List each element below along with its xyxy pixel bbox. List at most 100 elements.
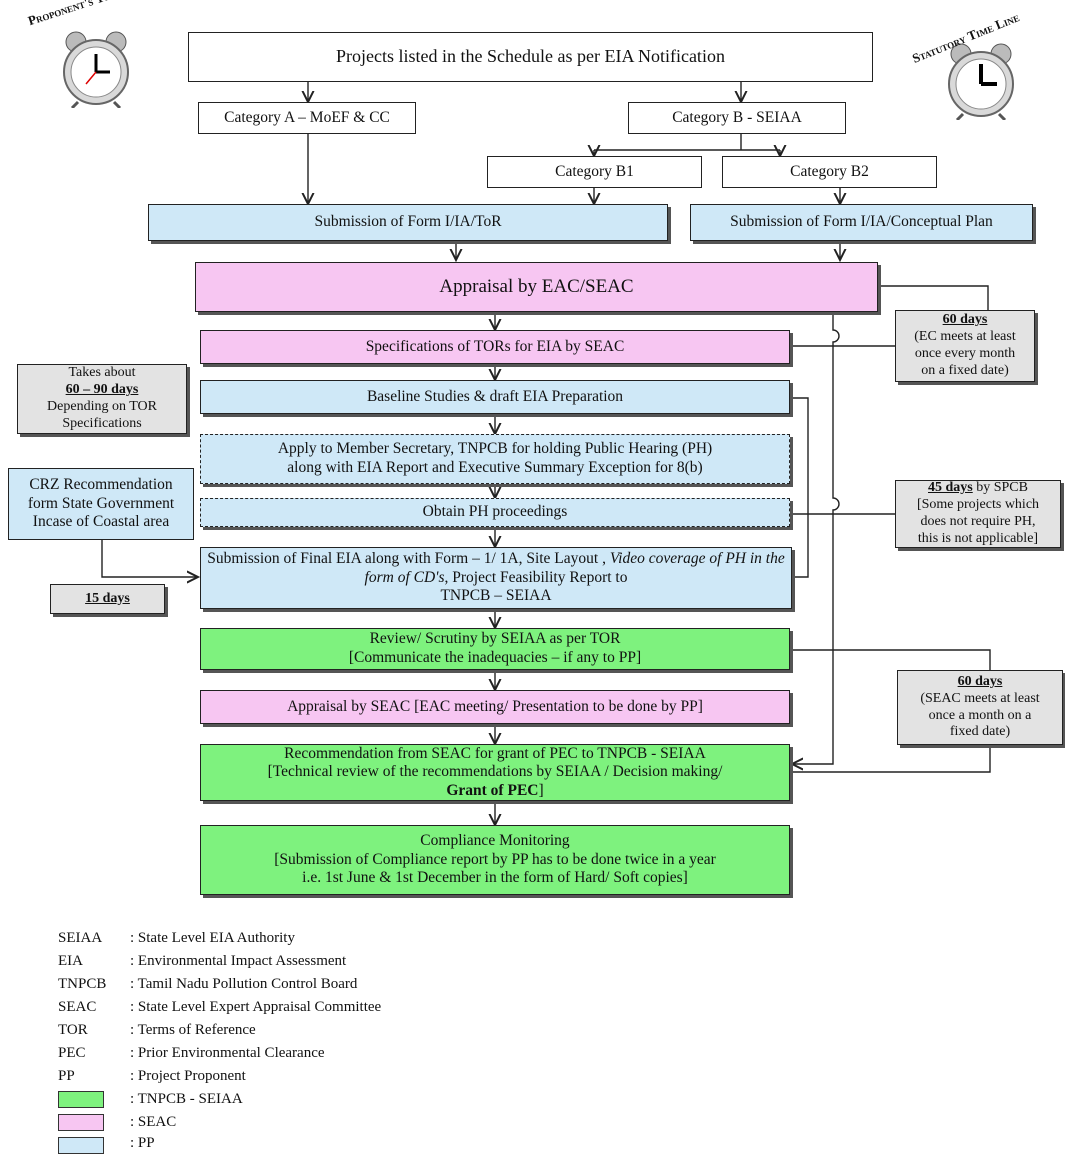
final-eia-video: Video coverage of PH in the form of CD's xyxy=(364,550,785,586)
appraisal-seac-box: Appraisal by SEAC [EAC meeting/ Presenta… xyxy=(200,690,790,724)
spcb-line-1: [Some projects which xyxy=(916,497,1040,513)
category-b-label: Category B - SEIAA xyxy=(672,108,802,126)
recommend-line-1: Recommendation from SEAC for grant of PE… xyxy=(284,744,706,762)
seac-line-3: fixed date) xyxy=(949,724,1011,740)
color-legend-def: : TNPCB - SEIAA xyxy=(130,1091,243,1107)
review-line-2: [Communicate the inadequacies – if any t… xyxy=(348,649,642,666)
legend-abbr: SEIAA xyxy=(58,930,103,946)
legend-abbr: PP xyxy=(58,1068,75,1084)
proponent-clock xyxy=(60,28,132,110)
legend-def: : Environmental Impact Assessment xyxy=(130,953,347,969)
crz-note: CRZ Recommendation form State Government… xyxy=(8,468,194,540)
category-b1-box: Category B1 xyxy=(487,156,702,188)
grant-pec-label: Grant of PEC xyxy=(446,781,539,799)
apply-line-2: along with EIA Report and Executive Summ… xyxy=(287,459,703,476)
specifications-note-label: Specifications xyxy=(62,415,142,431)
ec-60-days-label: 60 days xyxy=(942,312,988,328)
submission-tor-label: Submission of Form I/IA/ToR xyxy=(314,213,502,231)
compliance-box: Compliance Monitoring [Submission of Com… xyxy=(200,825,790,895)
submission-conceptual-label: Submission of Form I/IA/Conceptual Plan xyxy=(730,213,993,231)
projects-label: Projects listed in the Schedule as per E… xyxy=(336,46,725,67)
obtain-ph-box: Obtain PH proceedings xyxy=(200,498,790,527)
spcb-45-days-label: 45 days xyxy=(928,480,973,496)
legend-abbr: TOR xyxy=(58,1022,88,1038)
apply-public-hearing-box: Apply to Member Secretary, TNPCB for hol… xyxy=(200,434,790,484)
final-eia-box: Submission of Final EIA along with Form … xyxy=(200,547,792,609)
takes-about-label: Takes about xyxy=(68,365,136,381)
category-a-label: Category A – MoEF & CC xyxy=(224,108,390,126)
submission-tor-box: Submission of Form I/IA/ToR xyxy=(148,204,668,241)
legend-def: : Project Proponent xyxy=(130,1068,246,1084)
final-eia-line-1: Submission of Final EIA along with Form … xyxy=(201,550,791,587)
recommend-line-3: Grant of PEC] xyxy=(446,782,543,801)
color-legend-def: : PP xyxy=(130,1135,155,1151)
color-legend-def: : SEAC xyxy=(130,1114,177,1130)
color-swatch-pink xyxy=(58,1114,104,1131)
specifications-box: Specifications of TORs for EIA by SEAC xyxy=(200,330,790,364)
seac-line-1: (SEAC meets at least xyxy=(920,690,1040,706)
recommend-line-2: [Technical review of the recommendations… xyxy=(267,763,723,781)
days-15-label: 15 days xyxy=(85,590,130,606)
ec-line-1: (EC meets at least xyxy=(914,329,1016,345)
color-swatch-green xyxy=(58,1091,104,1108)
category-a-box: Category A – MoEF & CC xyxy=(198,102,416,134)
category-b-box: Category B - SEIAA xyxy=(628,102,846,134)
depending-label: Depending on TOR xyxy=(47,399,157,414)
spcb-days-row: 45 days by SPCB xyxy=(928,480,1028,497)
crz-line-2: form State Government xyxy=(27,494,175,512)
recommendation-box: Recommendation from SEAC for grant of PE… xyxy=(200,744,790,801)
alarm-clock-icon xyxy=(948,43,1014,122)
legend-def: : Terms of Reference xyxy=(130,1022,256,1038)
color-swatch-blue xyxy=(58,1137,104,1154)
category-b1-label: Category B1 xyxy=(555,162,634,180)
appraisal-eac-seac-box: Appraisal by EAC/SEAC xyxy=(195,262,878,312)
crz-line-1: CRZ Recommendation xyxy=(29,476,173,494)
spcb-45-days-note: 45 days by SPCB [Some projects which doe… xyxy=(895,480,1061,548)
abbreviation-legend: SEIAA : State Level EIA Authority EIA : En… xyxy=(58,930,658,1154)
final-eia-line-3: TNPCB – SEIAA xyxy=(440,587,552,605)
seac-60-days-label: 60 days xyxy=(957,673,1003,689)
obtain-ph-label: Obtain PH proceedings xyxy=(422,503,568,521)
ec-line-2: once every month xyxy=(914,346,1016,361)
legend-def: : Prior Environmental Clearance xyxy=(130,1045,325,1061)
ec-line-3: on a fixed date) xyxy=(921,362,1009,378)
ec-60-days-note: 60 days (EC meets at least once every mo… xyxy=(895,310,1035,382)
statutory-clock xyxy=(945,40,1017,122)
category-b2-box: Category B2 xyxy=(722,156,937,188)
seac-line-2: once a month on a xyxy=(928,707,1032,723)
legend-abbr: PEC xyxy=(58,1045,86,1061)
alarm-clock-icon xyxy=(63,31,129,110)
days-60-90-label: 60 – 90 days xyxy=(65,382,139,398)
crz-line-3: Incase of Coastal area xyxy=(32,513,170,531)
legend-def: : State Level Expert Appraisal Committee xyxy=(130,999,382,1015)
review-scrutiny-box: Review/ Scrutiny by SEIAA as per TOR [Co… xyxy=(200,628,790,670)
legend-abbr: SEAC xyxy=(58,999,97,1015)
days-15-note: 15 days xyxy=(50,584,165,614)
baseline-label: Baseline Studies & draft EIA Preparation xyxy=(366,387,624,405)
seac-60-days-note: 60 days (SEAC meets at least once a mont… xyxy=(897,670,1063,745)
compliance-line-3: i.e. 1st June & 1st December in the form… xyxy=(302,869,688,887)
appraisal-seac-label: Appraisal by SEAC [EAC meeting/ Presenta… xyxy=(287,697,703,715)
category-b2-label: Category B2 xyxy=(790,162,869,180)
submission-conceptual-box: Submission of Form I/IA/Conceptual Plan xyxy=(690,204,1033,241)
projects-box: Projects listed in the Schedule as per E… xyxy=(188,32,873,82)
apply-line-1: Apply to Member Secretary, TNPCB for hol… xyxy=(277,440,713,458)
spcb-by-label: by SPCB xyxy=(972,480,1028,496)
legend-def: : State Level EIA Authority xyxy=(130,930,295,946)
spcb-line-2: does not require PH, xyxy=(920,514,1036,529)
recommend-end: ] xyxy=(538,781,544,799)
compliance-line-2: [Submission of Compliance report by PP h… xyxy=(274,850,716,868)
appraisal-eac-seac-label: Appraisal by EAC/SEAC xyxy=(439,275,634,297)
final-eia-line-1-text: Submission of Final EIA along with Form … xyxy=(207,550,606,568)
baseline-box: Baseline Studies & draft EIA Preparation xyxy=(200,380,790,414)
compliance-title: Compliance Monitoring xyxy=(420,832,570,850)
final-eia-line-2: , Project Feasibility Report to xyxy=(444,568,628,586)
specifications-label: Specifications of TORs for EIA by SEAC xyxy=(365,337,625,355)
review-line-1: Review/ Scrutiny by SEIAA as per TOR xyxy=(369,630,621,648)
legend-def: : Tamil Nadu Pollution Control Board xyxy=(130,976,358,992)
legend-abbr: EIA xyxy=(58,953,83,969)
legend-abbr: TNPCB xyxy=(58,976,107,992)
takes-about-note: Takes about 60 – 90 days Depending on TO… xyxy=(17,364,187,434)
spcb-line-3: this is not applicable] xyxy=(917,530,1039,546)
